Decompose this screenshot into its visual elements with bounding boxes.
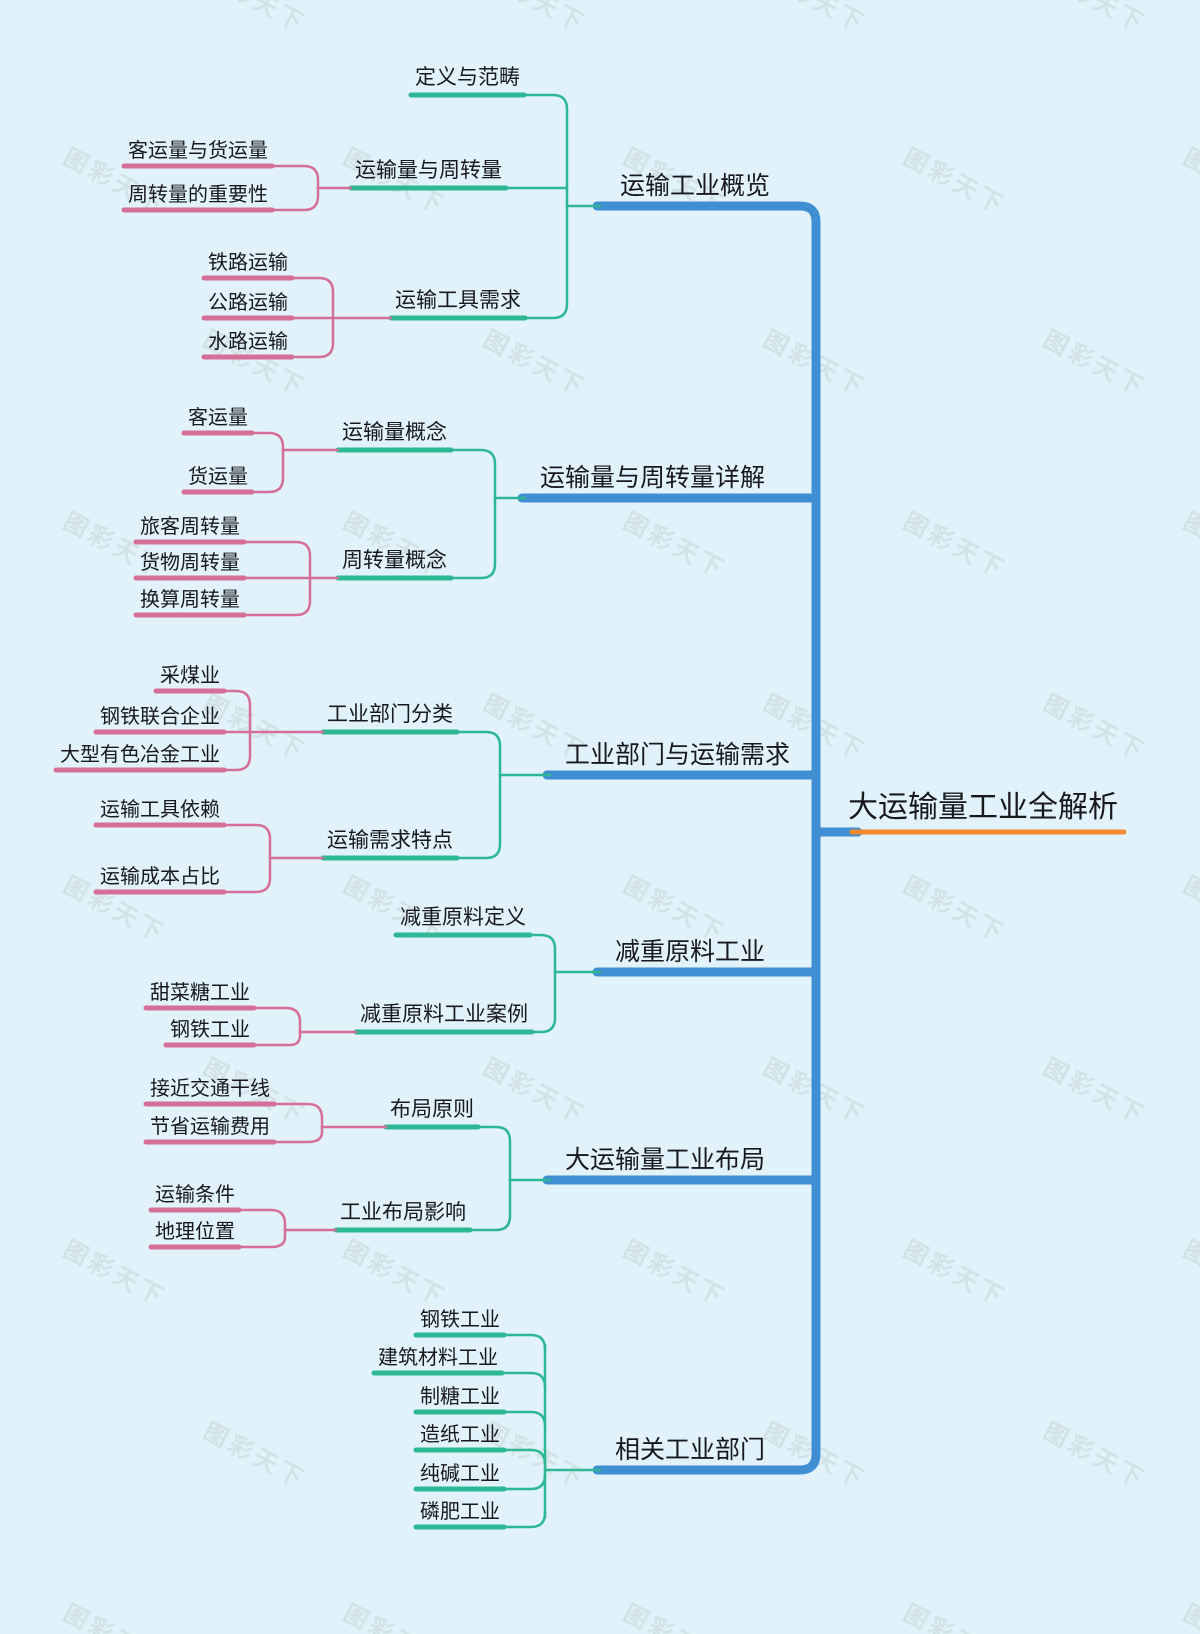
- node-leaf[interactable]: 铁路运输: [208, 250, 288, 274]
- connector: [222, 730, 252, 772]
- node-sub[interactable]: 减重原料工业案例: [360, 1002, 528, 1026]
- node-leaf[interactable]: 建筑材料工业: [378, 1345, 498, 1369]
- node-leaf[interactable]: 货运量: [188, 464, 248, 488]
- node-leaf[interactable]: 大型有色冶金工业: [60, 742, 220, 766]
- connector: [528, 933, 557, 974]
- connector: [252, 1006, 302, 1034]
- connector: [290, 276, 335, 320]
- node-leaf[interactable]: 地理位置: [155, 1219, 235, 1243]
- node-leaf[interactable]: 换算周转量: [140, 587, 240, 611]
- node-leaf[interactable]: 甜菜糖工业: [150, 980, 250, 1004]
- connector: [272, 1125, 324, 1144]
- node-leaf[interactable]: 接近交通干线: [150, 1076, 270, 1100]
- node-sub[interactable]: 运输量概念: [342, 420, 447, 444]
- connector: [222, 689, 252, 734]
- connector: [523, 204, 569, 320]
- node-leaf[interactable]: 钢铁工业: [170, 1017, 250, 1041]
- node-leaf[interactable]: 纯碱工业: [420, 1461, 500, 1485]
- connector: [502, 1511, 547, 1529]
- node-leaf[interactable]: 水路运输: [208, 329, 288, 353]
- connector: [272, 1102, 324, 1129]
- node-branch-layout[interactable]: 大运输量工业布局: [565, 1145, 766, 1174]
- connector: [502, 1410, 547, 1428]
- node-leaf[interactable]: 客运量: [188, 405, 248, 429]
- node-branch-overview[interactable]: 运输工业概览: [620, 171, 771, 200]
- connector: [222, 856, 272, 894]
- node-leaf[interactable]: 运输条件: [155, 1182, 235, 1206]
- connector: [530, 970, 557, 1034]
- node-leaf[interactable]: 造纸工业: [420, 1422, 500, 1446]
- trunk-line: [592, 201, 821, 1475]
- connector: [449, 496, 497, 580]
- connector: [250, 431, 285, 452]
- node-sub[interactable]: 运输工具需求: [395, 288, 521, 312]
- connector: [242, 576, 312, 617]
- node-branch-detail[interactable]: 运输量与周转量详解: [540, 463, 766, 492]
- connector: [270, 164, 320, 190]
- node-sub[interactable]: 工业部门分类: [327, 702, 453, 726]
- node-sub[interactable]: 运输量与周转量: [355, 158, 502, 182]
- connector: [502, 1333, 547, 1351]
- node-leaf[interactable]: 货物周转量: [140, 550, 240, 574]
- node-leaf[interactable]: 钢铁联合企业: [100, 704, 220, 728]
- node-leaf[interactable]: 采煤业: [160, 663, 220, 687]
- node-sub[interactable]: 定义与范畴: [415, 65, 520, 89]
- connector: [270, 186, 320, 212]
- connector: [252, 1030, 302, 1047]
- connector: [476, 1125, 512, 1182]
- node-leaf[interactable]: 钢铁工业: [420, 1307, 500, 1331]
- connector: [455, 730, 502, 777]
- node-branch-related[interactable]: 相关工业部门: [615, 1435, 766, 1464]
- node-branch-demand[interactable]: 工业部门与运输需求: [565, 740, 791, 769]
- connector: [449, 448, 497, 500]
- node-sub[interactable]: 周转量概念: [342, 548, 447, 572]
- node-leaf[interactable]: 制糖工业: [420, 1384, 500, 1408]
- node-sub[interactable]: 运输需求特点: [327, 828, 453, 852]
- connector: [502, 1473, 547, 1491]
- node-sub[interactable]: 减重原料定义: [400, 905, 526, 929]
- node-leaf[interactable]: 运输成本占比: [100, 864, 220, 888]
- node-leaf[interactable]: 运输工具依赖: [100, 797, 220, 821]
- connector: [468, 1178, 512, 1232]
- connector: [502, 1448, 547, 1466]
- connector: [500, 1371, 547, 1389]
- connector: [522, 93, 569, 208]
- connector: [237, 1208, 287, 1232]
- connector: [290, 316, 335, 359]
- node-branch-weightloss[interactable]: 减重原料工业: [615, 937, 766, 966]
- node-leaf[interactable]: 节省运输费用: [150, 1114, 270, 1138]
- node-root[interactable]: 大运输量工业全解析: [848, 790, 1118, 825]
- connector: [237, 1228, 287, 1249]
- connector: [455, 773, 502, 860]
- node-leaf[interactable]: 旅客周转量: [140, 514, 240, 538]
- connector: [250, 448, 285, 494]
- connector: [222, 823, 272, 860]
- node-leaf[interactable]: 公路运输: [208, 290, 288, 314]
- node-sub[interactable]: 布局原则: [390, 1097, 474, 1121]
- node-leaf[interactable]: 磷肥工业: [420, 1499, 500, 1523]
- connector: [242, 540, 312, 580]
- node-leaf[interactable]: 周转量的重要性: [128, 182, 268, 206]
- node-leaf[interactable]: 客运量与货运量: [128, 138, 268, 162]
- node-sub[interactable]: 工业布局影响: [340, 1200, 466, 1224]
